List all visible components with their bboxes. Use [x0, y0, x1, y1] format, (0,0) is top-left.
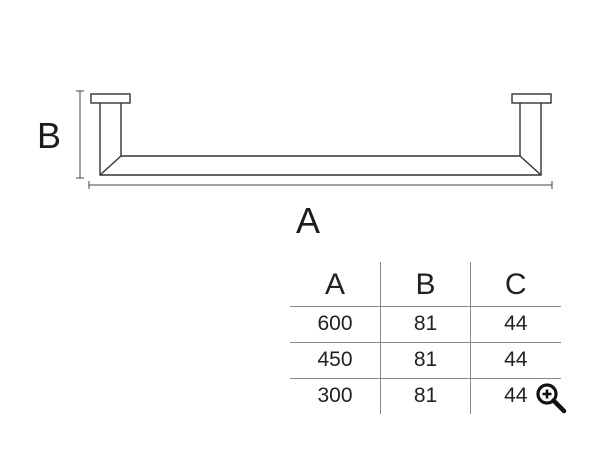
left-corner-bevel — [99, 155, 122, 176]
column-header-a: A — [290, 262, 381, 307]
right-mount-plate — [511, 93, 552, 104]
table-cell: 81 — [380, 306, 471, 343]
table-header-row: A B C — [290, 262, 561, 307]
table-cell: 81 — [380, 378, 471, 414]
bar-outer-outline — [99, 103, 542, 176]
column-header-b: B — [380, 262, 471, 307]
table-cell: 44 — [470, 306, 561, 343]
table-row: 600 81 44 — [290, 306, 561, 343]
table-cell: 600 — [290, 306, 381, 343]
table-cell: 81 — [380, 342, 471, 379]
left-mount-plate — [90, 93, 131, 104]
bar-inner-outline — [120, 103, 521, 157]
zoom-in-icon[interactable] — [534, 381, 568, 415]
dimension-a-label: A — [296, 200, 321, 241]
table-cell: 44 — [470, 342, 561, 379]
table-row: 450 81 44 — [290, 342, 561, 379]
dimensions-table: A B C 600 81 44 450 81 44 300 81 44 — [290, 262, 561, 414]
table-row: 300 81 44 — [290, 378, 561, 414]
table-cell: 300 — [317, 384, 353, 407]
column-header-c: C — [470, 262, 561, 307]
table-cell: 450 — [290, 342, 381, 379]
right-corner-bevel — [519, 155, 542, 176]
table-cell: 44 — [470, 378, 561, 414]
dimension-b-label: B — [37, 115, 62, 156]
